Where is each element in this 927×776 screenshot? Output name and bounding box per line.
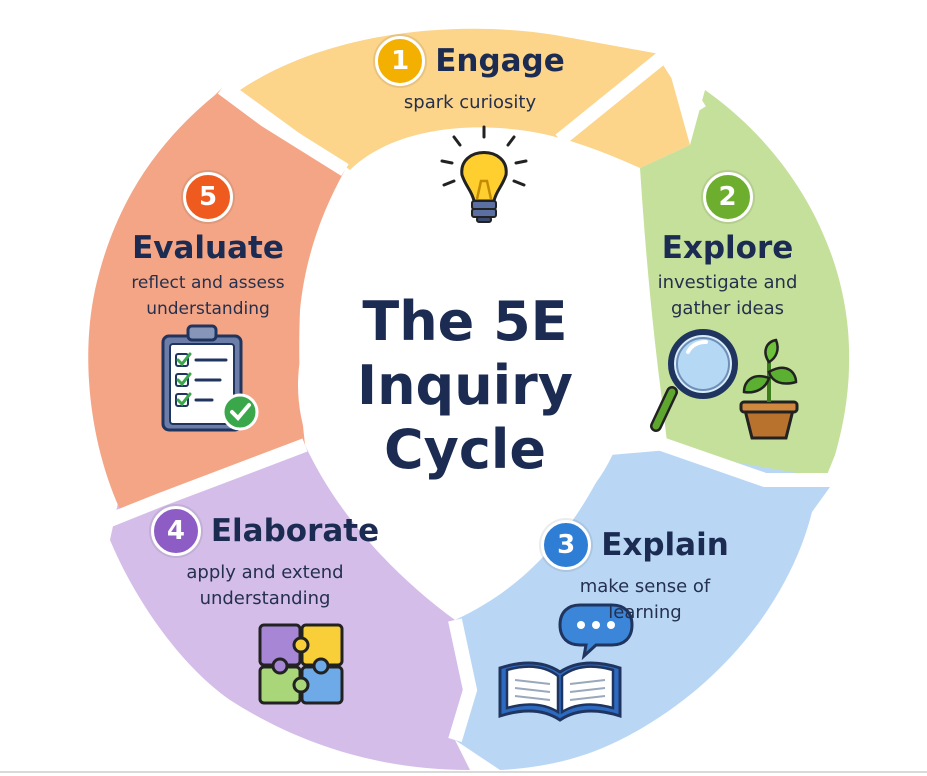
stage-description: investigate and <box>657 272 798 293</box>
stage-description: understanding <box>146 299 270 319</box>
center-circle <box>298 220 628 550</box>
clipboard-checklist-icon <box>161 324 259 432</box>
stage-description: understanding <box>199 588 331 609</box>
stage-title: Explore <box>661 230 794 266</box>
stage-evaluate: 5 Evaluate reflect and assess understand… <box>118 172 298 322</box>
stage-engage: 1 Engage spark curiosity <box>355 36 585 116</box>
center-title-line: Cycle <box>384 418 546 481</box>
separator <box>448 618 478 743</box>
stage-explain: 3 Explain make sense of learning <box>535 520 735 626</box>
stage-title: Engage <box>435 43 565 79</box>
separator <box>107 438 308 527</box>
separator <box>647 433 835 487</box>
center-title-line: The 5E <box>362 290 568 353</box>
stage-title: Explain <box>601 527 729 563</box>
stage-number-badge: 5 <box>183 172 233 222</box>
stage-number-badge: 1 <box>375 36 426 86</box>
lightbulb-icon <box>440 125 528 223</box>
stage-explore: 2 Explore investigate and gather ideas <box>635 172 820 322</box>
stage-number-badge: 3 <box>541 520 592 570</box>
separator <box>555 44 706 146</box>
bottom-border <box>0 771 927 773</box>
stage-description: apply and extend <box>186 562 344 583</box>
separator <box>217 82 349 176</box>
stage-title: Evaluate <box>132 230 284 266</box>
stage-number-badge: 4 <box>150 506 201 556</box>
center-title-line: Inquiry <box>357 354 573 417</box>
stage-description: make sense of <box>579 576 711 597</box>
stage-description: spark curiosity <box>403 92 537 113</box>
segment-evaluate <box>88 88 345 520</box>
stage-number-badge: 2 <box>702 172 753 222</box>
stage-description: reflect and assess <box>131 273 285 293</box>
stage-description: learning <box>608 602 682 623</box>
center-title: The 5E Inquiry Cycle <box>330 290 600 482</box>
open-book-chat-icon <box>498 603 634 722</box>
stage-elaborate: 4 Elaborate apply and extend understandi… <box>150 506 380 612</box>
stage-title: Elaborate <box>210 513 380 549</box>
puzzle-icon <box>258 623 344 705</box>
stage-description: gather ideas <box>670 298 785 319</box>
magnifier-and-plant-icon <box>650 329 799 440</box>
